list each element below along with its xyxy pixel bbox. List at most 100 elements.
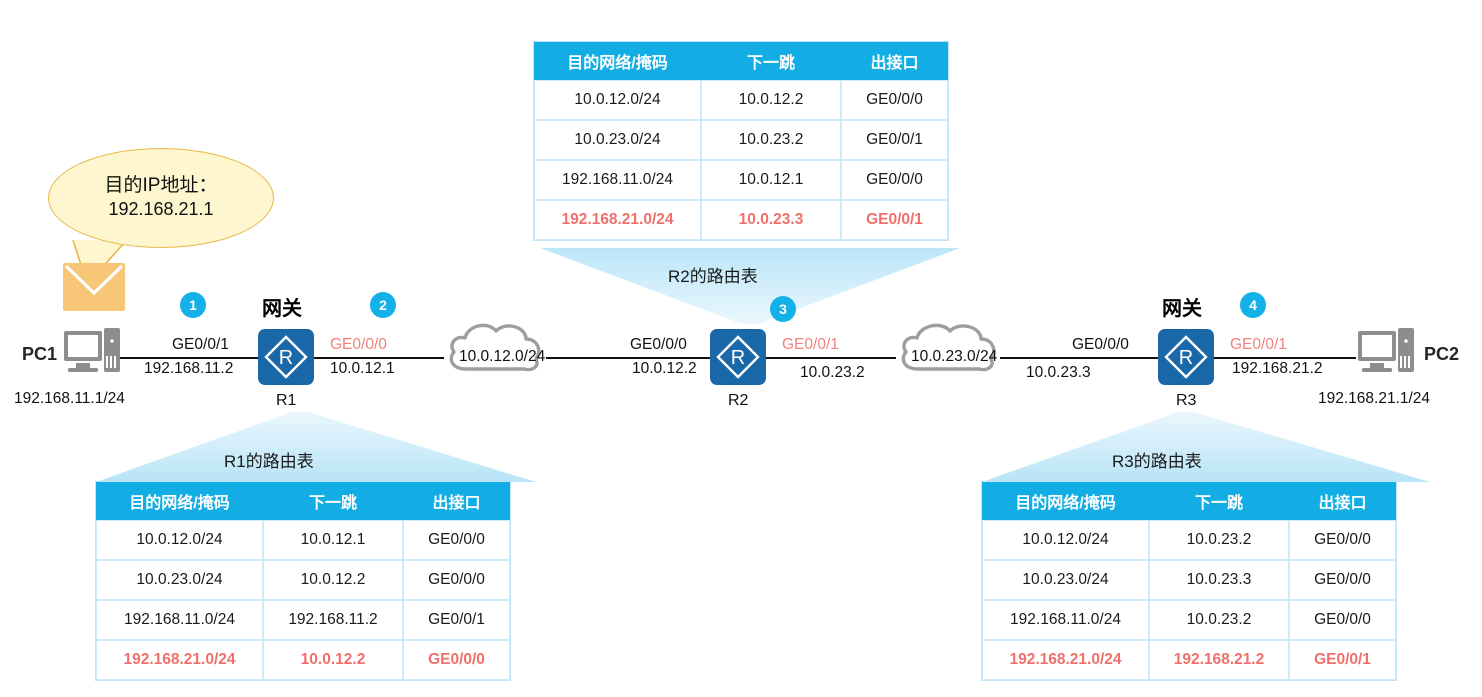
cloud-1-label: 10.0.12.0/24 (459, 348, 546, 365)
table-header-row: 目的网络/掩码 下一跳 出接口 (96, 482, 510, 520)
callout-line-1: 目的IP地址： (104, 175, 218, 197)
callout-line-2: 192.168.21.1 (108, 199, 214, 220)
r1-left-interface-label: GE0/0/1 (172, 336, 229, 353)
table-header-row: 目的网络/掩码 下一跳 出接口 (534, 42, 948, 80)
cell-nexthop: 10.0.23.2 (1149, 600, 1289, 640)
table-header-row: 目的网络/掩码 下一跳 出接口 (982, 482, 1396, 520)
router-r3-icon: R (1158, 329, 1214, 385)
connector-r3-table (982, 412, 1430, 482)
cell-interface: GE0/0/0 (841, 160, 948, 200)
cell-interface: GE0/0/1 (1289, 640, 1396, 680)
cell-destination: 192.168.11.0/24 (534, 160, 701, 200)
col-header-nexthop: 下一跳 (1149, 482, 1289, 520)
link-r2-cloud2 (766, 357, 896, 359)
cell-destination: 192.168.21.0/24 (96, 640, 263, 680)
cloud-2-label: 10.0.23.0/24 (911, 348, 998, 365)
cell-interface: GE0/0/0 (1289, 560, 1396, 600)
cell-nexthop: 192.168.11.2 (263, 600, 403, 640)
link-r1-cloud1 (314, 357, 444, 359)
cell-destination: 192.168.11.0/24 (96, 600, 263, 640)
table-row: 192.168.11.0/24 10.0.23.2 GE0/0/0 (982, 600, 1396, 640)
cell-interface: GE0/0/1 (403, 600, 510, 640)
cell-nexthop: 10.0.12.1 (263, 520, 403, 560)
table-row-highlighted: 192.168.21.0/24 10.0.23.3 GE0/0/1 (534, 200, 948, 240)
table-row: 10.0.23.0/24 10.0.23.3 GE0/0/0 (982, 560, 1396, 600)
col-header-destination: 目的网络/掩码 (534, 42, 701, 80)
col-header-nexthop: 下一跳 (701, 42, 841, 80)
svg-text:R: R (279, 347, 293, 369)
r1-right-interface-label: GE0/0/0 (330, 336, 387, 353)
cell-interface: GE0/0/0 (1289, 520, 1396, 560)
cell-nexthop: 10.0.12.2 (701, 80, 841, 120)
cell-nexthop: 10.0.23.3 (701, 200, 841, 240)
cell-interface: GE0/0/1 (841, 120, 948, 160)
table-row-highlighted: 192.168.21.0/24 10.0.12.2 GE0/0/0 (96, 640, 510, 680)
cell-destination: 10.0.23.0/24 (982, 560, 1149, 600)
link-cloud1-r2 (546, 357, 710, 359)
cell-destination: 10.0.12.0/24 (982, 520, 1149, 560)
r2-left-interface-label: GE0/0/0 (630, 336, 687, 353)
cell-interface: GE0/0/0 (403, 640, 510, 680)
table-row: 10.0.12.0/24 10.0.23.2 GE0/0/0 (982, 520, 1396, 560)
connector-r1-table (96, 412, 536, 482)
cell-destination: 192.168.21.0/24 (982, 640, 1149, 680)
table-row: 192.168.11.0/24 10.0.12.1 GE0/0/0 (534, 160, 948, 200)
svg-text:R: R (1179, 347, 1193, 369)
cell-nexthop: 10.0.23.2 (1149, 520, 1289, 560)
link-pc1-r1 (118, 357, 258, 359)
pc2-address-label: 192.168.21.1/24 (1318, 390, 1431, 407)
destination-ip-callout: 目的IP地址： 192.168.21.1 (48, 148, 274, 248)
step-badge-1: 1 (180, 292, 206, 318)
r1-left-ip-label: 192.168.11.2 (144, 360, 234, 377)
cloud-2-icon (901, 323, 996, 372)
cell-destination: 10.0.23.0/24 (534, 120, 701, 160)
caption-r1-table: R1的路由表 (224, 452, 314, 471)
r2-left-ip-label: 10.0.12.2 (632, 360, 697, 377)
col-header-interface: 出接口 (1289, 482, 1396, 520)
cell-nexthop: 10.0.12.2 (263, 560, 403, 600)
table-row: 10.0.23.0/24 10.0.12.2 GE0/0/0 (96, 560, 510, 600)
caption-r3-table: R3的路由表 (1112, 452, 1202, 471)
link-r3-pc2 (1214, 357, 1356, 359)
r3-name-label: R3 (1176, 392, 1197, 409)
step-badge-3: 3 (770, 296, 796, 322)
cell-destination: 192.168.11.0/24 (982, 600, 1149, 640)
cell-nexthop: 10.0.23.3 (1149, 560, 1289, 600)
routing-table-r1: 目的网络/掩码 下一跳 出接口 10.0.12.0/24 10.0.12.1 G… (96, 482, 510, 680)
r3-right-interface-label: GE0/0/1 (1230, 336, 1287, 353)
cell-interface: GE0/0/0 (403, 520, 510, 560)
col-header-destination: 目的网络/掩码 (96, 482, 263, 520)
pc2-icon (1358, 328, 1414, 372)
table-row: 10.0.23.0/24 10.0.23.2 GE0/0/1 (534, 120, 948, 160)
cell-nexthop: 10.0.23.2 (701, 120, 841, 160)
cell-destination: 10.0.12.0/24 (534, 80, 701, 120)
pc1-address-label: 192.168.11.1/24 (14, 390, 125, 407)
cell-interface: GE0/0/0 (841, 80, 948, 120)
r3-right-ip-label: 192.168.21.2 (1232, 360, 1323, 377)
r3-left-ip-label: 10.0.23.3 (1026, 364, 1091, 381)
connector-r2-table (540, 248, 960, 324)
cell-interface: GE0/0/1 (841, 200, 948, 240)
pc2-name-label: PC2 (1424, 344, 1460, 364)
col-header-interface: 出接口 (403, 482, 510, 520)
router-r1-icon: R (258, 329, 314, 385)
r2-name-label: R2 (728, 392, 749, 409)
routing-table-r2: 目的网络/掩码 下一跳 出接口 10.0.12.0/24 10.0.12.2 G… (534, 42, 948, 240)
table-row: 10.0.12.0/24 10.0.12.2 GE0/0/0 (534, 80, 948, 120)
pc1-name-label: PC1 (22, 344, 58, 364)
envelope-icon (63, 263, 125, 311)
r1-right-ip-label: 10.0.12.1 (330, 360, 395, 377)
r1-gateway-label: 网关 (262, 298, 302, 320)
r2-right-ip-label: 10.0.23.2 (800, 364, 865, 381)
col-header-destination: 目的网络/掩码 (982, 482, 1149, 520)
cell-nexthop: 10.0.12.2 (263, 640, 403, 680)
cell-nexthop: 10.0.12.1 (701, 160, 841, 200)
table-row-highlighted: 192.168.21.0/24 192.168.21.2 GE0/0/1 (982, 640, 1396, 680)
routing-table-r3: 目的网络/掩码 下一跳 出接口 10.0.12.0/24 10.0.23.2 G… (982, 482, 1396, 680)
r1-name-label: R1 (276, 392, 297, 409)
r3-gateway-label: 网关 (1162, 298, 1202, 320)
r2-right-interface-label: GE0/0/1 (782, 336, 839, 353)
link-cloud2-r3 (1000, 357, 1158, 359)
cell-destination: 10.0.12.0/24 (96, 520, 263, 560)
